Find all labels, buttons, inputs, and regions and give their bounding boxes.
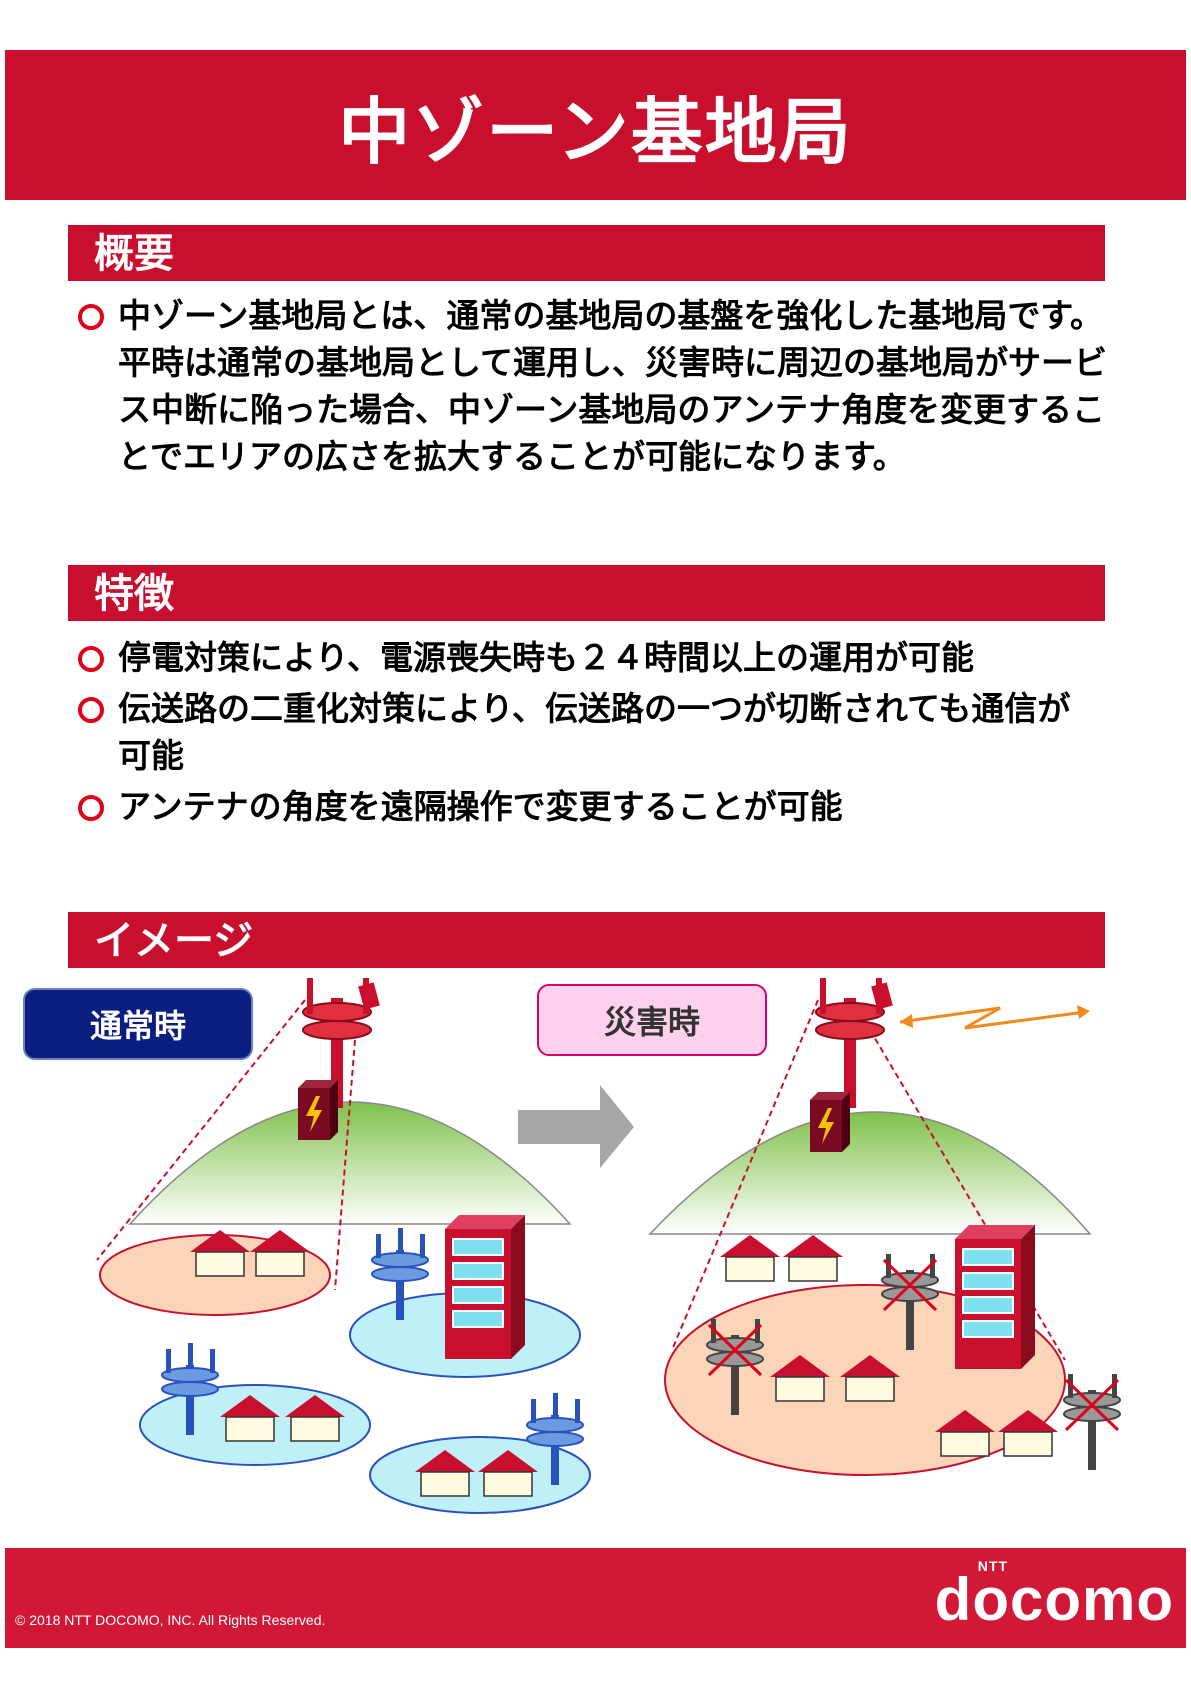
bullet-circle-icon bbox=[78, 795, 104, 821]
section-header-features: 特徴 bbox=[68, 565, 1105, 621]
overview-text-block: 中ゾーン基地局とは、通常の基地局の基盤を強化した基地局です。平時は通常の基地局と… bbox=[78, 292, 1128, 480]
feature-text: 伝送路の二重化対策により、伝送路の一つが切断されても通信が可能 bbox=[118, 689, 1071, 775]
overview-text: 中ゾーン基地局とは、通常の基地局の基盤を強化した基地局です。平時は通常の基地局と… bbox=[118, 296, 1108, 476]
overview-paragraph: 中ゾーン基地局とは、通常の基地局の基盤を強化した基地局です。平時は通常の基地局と… bbox=[78, 292, 1128, 480]
illustration bbox=[96, 977, 1122, 1514]
normal-time-label: 通常時 bbox=[89, 1007, 186, 1045]
section-heading-features: 特徴 bbox=[94, 571, 174, 617]
bullet-circle-icon bbox=[78, 646, 104, 672]
normal-time-badge: 通常時 bbox=[23, 988, 253, 1060]
feature-text: 停電対策により、電源喪失時も２４時間以上の運用が可能 bbox=[118, 638, 975, 677]
disaster-time-label: 災害時 bbox=[603, 1003, 700, 1041]
ntt-logo-text: NTT bbox=[977, 1558, 1008, 1574]
feature-item: 停電対策により、電源喪失時も２４時間以上の運用が可能 bbox=[78, 634, 1098, 681]
disaster-time-badge: 災害時 bbox=[537, 984, 767, 1056]
features-list: 停電対策により、電源喪失時も２４時間以上の運用が可能 伝送路の二重化対策により、… bbox=[78, 634, 1098, 830]
page-title: 中ゾーン基地局 bbox=[338, 89, 853, 174]
feature-item: アンテナの角度を遠隔操作で変更することが可能 bbox=[78, 783, 1098, 830]
title-banner: 中ゾーン基地局 bbox=[5, 50, 1186, 200]
section-header-image: イメージ bbox=[68, 912, 1105, 968]
feature-item: 伝送路の二重化対策により、伝送路の一つが切断されても通信が可能 bbox=[78, 685, 1098, 779]
feature-text: アンテナの角度を遠隔操作で変更することが可能 bbox=[118, 787, 843, 826]
docomo-logo: docomo bbox=[934, 1566, 1174, 1633]
section-header-overview: 概要 bbox=[68, 225, 1105, 281]
section-heading-image: イメージ bbox=[94, 918, 254, 964]
bullet-circle-icon bbox=[78, 304, 104, 330]
footer: © 2018 NTT DOCOMO, INC. All Rights Reser… bbox=[5, 1548, 1186, 1648]
copyright-text: © 2018 NTT DOCOMO, INC. All Rights Reser… bbox=[15, 1612, 326, 1628]
section-heading-overview: 概要 bbox=[94, 231, 174, 277]
bullet-circle-icon bbox=[78, 697, 104, 723]
